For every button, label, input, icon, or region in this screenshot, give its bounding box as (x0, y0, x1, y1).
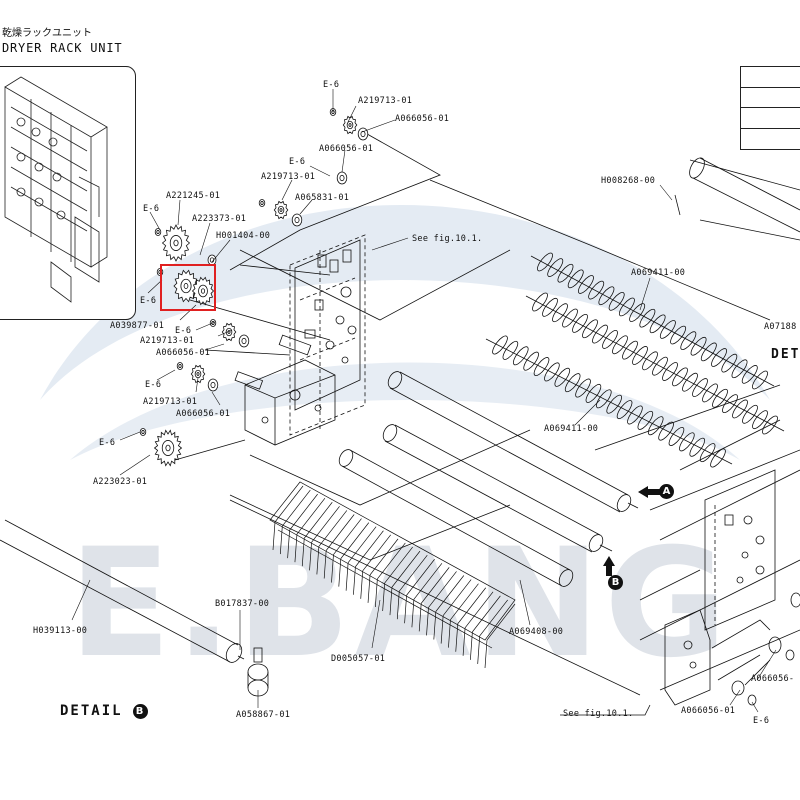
part-label: A066056-01 (319, 144, 374, 154)
arrow-left-icon (638, 486, 660, 498)
marker-a-letter: A (659, 484, 674, 499)
gear-a223373 (191, 276, 215, 306)
part-label: A065831-01 (295, 193, 350, 203)
part-label: A221245-01 (166, 191, 221, 201)
bushing-a065831 (291, 213, 303, 227)
comb-guide-d005057 (269, 481, 516, 669)
part-label: A219713-01 (358, 96, 413, 106)
part-label: E-6 (289, 157, 306, 167)
gear-a039877 (173, 269, 199, 303)
marker-b: B (601, 556, 623, 590)
part-label: A219713-01 (261, 172, 316, 182)
part-label: A058867-01 (236, 710, 291, 720)
part-label: E-6 (323, 80, 340, 90)
reference-table (740, 66, 800, 150)
table-row (741, 108, 800, 129)
overview-inset (0, 66, 136, 320)
part-label: A219713-01 (140, 336, 195, 346)
bushing-a066056-2 (336, 171, 348, 185)
part-label: H001404-00 (216, 231, 271, 241)
part-label: A066056-01 (681, 706, 736, 716)
part-label: A223373-01 (192, 214, 247, 224)
gear-a219713-3 (221, 322, 237, 342)
bushing-a066056-4 (207, 378, 219, 392)
part-label: See fig.10.1. (563, 709, 634, 719)
detail-right-caption: DET (771, 347, 800, 362)
part-label: A223023-01 (93, 477, 148, 487)
part-label: A066056-01 (395, 114, 450, 124)
highlight-box (160, 264, 216, 311)
part-label: H008268-00 (601, 176, 656, 186)
e-ring-3 (154, 228, 162, 236)
part-label: E-6 (753, 716, 770, 726)
title-japanese: 乾燥ラックユニット (2, 28, 92, 39)
detail-b-caption: DETAIL B (60, 703, 149, 719)
part-label: E-6 (175, 326, 192, 336)
part-label: E-6 (99, 438, 116, 448)
bushing-a066056-top (357, 127, 369, 141)
e-ring-6 (176, 362, 184, 370)
part-label: A069411-00 (631, 268, 686, 278)
bushing-a066056-3 (238, 334, 250, 348)
part-label: B017837-00 (215, 599, 270, 609)
table-row (741, 129, 800, 149)
detail-b-letter: B (133, 703, 149, 719)
part-label: See fig.10.1. (412, 234, 483, 244)
gear-a219713-top (342, 115, 358, 135)
gear-a223023 (153, 429, 183, 467)
part-label: A039877-01 (110, 321, 165, 331)
watermark-text: E.BANG (69, 517, 732, 691)
arrow-up-icon (603, 556, 615, 576)
part-label: A069408-00 (509, 627, 564, 637)
overview-drawing (4, 76, 108, 303)
part-label: A066056-01 (176, 409, 231, 419)
marker-b-letter: B (608, 575, 623, 590)
gear-a221245 (161, 224, 191, 262)
table-row (741, 88, 800, 108)
part-label: A069411-00 (544, 424, 599, 434)
marker-a: A (638, 484, 678, 506)
gear-a219713-2 (273, 200, 289, 220)
table-row (741, 67, 800, 88)
part-label: A07188 (764, 322, 797, 332)
part-label: E-6 (140, 296, 157, 306)
spiral-roller-2 (525, 292, 785, 435)
gear-a219713-4 (190, 364, 206, 384)
detail-b-label: DETAIL (60, 703, 123, 719)
part-label: E-6 (143, 204, 160, 214)
e-ring-7 (139, 428, 147, 436)
spiral-roller-3 (485, 335, 733, 468)
part-label: A066056- (751, 674, 795, 684)
part-label: A219713-01 (143, 397, 198, 407)
part-label: D005057-01 (331, 654, 386, 664)
part-label: A066056-01 (156, 348, 211, 358)
part-label: H039113-00 (33, 626, 88, 636)
part-label: E-6 (145, 380, 162, 390)
spiral-roller-1 (530, 252, 775, 390)
e-ring-2 (258, 199, 266, 207)
page-title: DRYER RACK UNIT (2, 41, 123, 55)
